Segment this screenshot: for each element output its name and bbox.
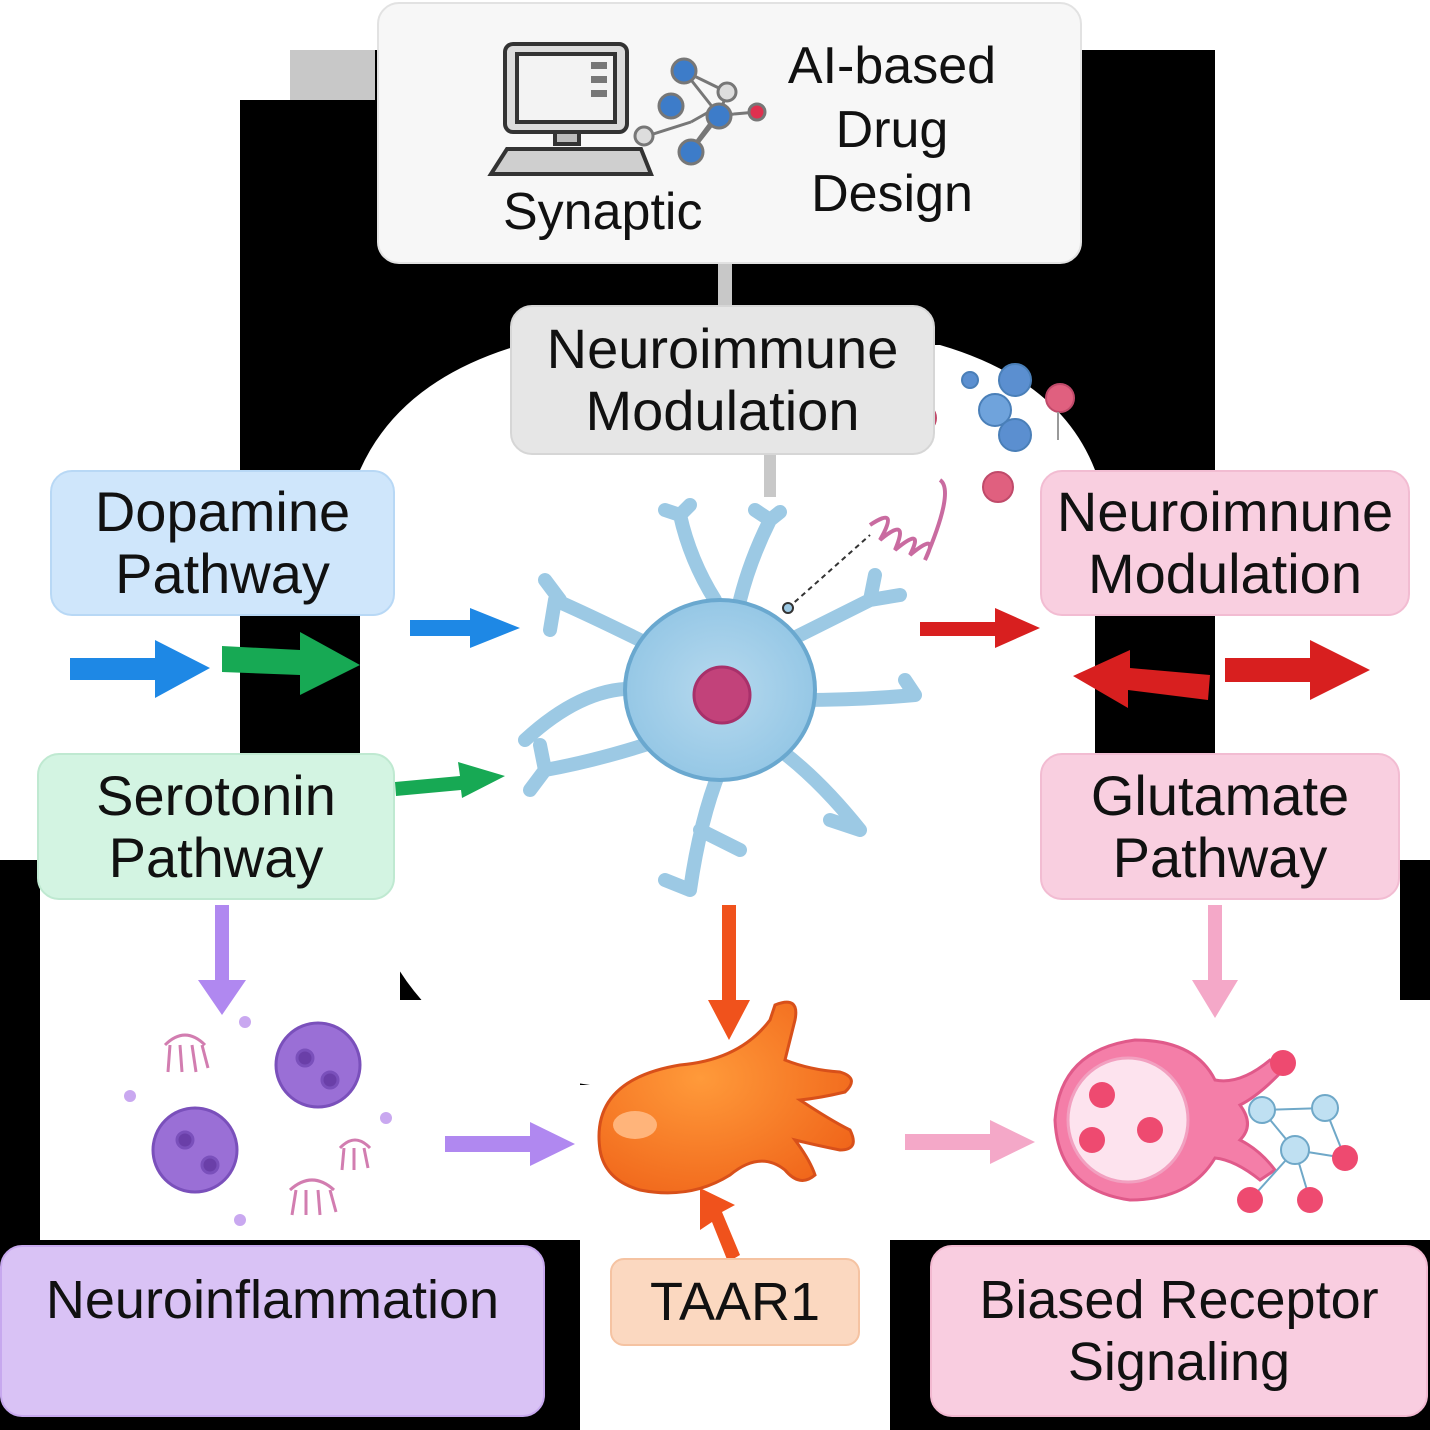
biased-line-1: Biased Receptor — [979, 1270, 1379, 1330]
arrow-blue-left — [70, 640, 210, 698]
computer-molecule-icon — [487, 42, 767, 176]
computer-icon — [487, 42, 654, 176]
nucleus-icon — [692, 665, 752, 725]
ai-line-3: Design — [811, 165, 973, 223]
arrow-purple-right — [445, 1122, 575, 1166]
connector-center — [764, 455, 776, 497]
arrow-blue-to-neuron — [410, 608, 520, 648]
taar1-label: TAAR1 — [649, 1272, 821, 1332]
ai-line-1: AI-based — [787, 37, 997, 95]
ai-line-2: Drug — [835, 101, 949, 159]
molecule-icon — [633, 57, 767, 166]
glutamate-pathway-box: Glutamate Pathway — [1040, 753, 1400, 900]
dopamine-line-2: Pathway — [115, 542, 330, 605]
serotonin-line-1: Serotonin — [96, 763, 336, 827]
neuroimmune-right-line-1: Neuroimnune — [1056, 480, 1394, 543]
dopamine-pathway-box: Dopamine Pathway — [50, 470, 395, 616]
right-white-region — [1215, 0, 1430, 860]
dna-strand-icon — [782, 478, 947, 614]
arrow-orange-down — [708, 905, 750, 1040]
serotonin-pathway-box: Serotonin Pathway — [37, 753, 395, 900]
ai-drug-design-label: AI-based Drug Design — [767, 34, 1017, 226]
receptor-signaling-icon — [1053, 1038, 1358, 1213]
arrow-orange-up — [700, 1188, 740, 1262]
taar1-cell-icon — [597, 1000, 855, 1195]
neuroimmune-center-line-2: Modulation — [585, 379, 860, 442]
dopamine-line-1: Dopamine — [94, 480, 351, 543]
synaptic-label: Synaptic — [503, 183, 703, 241]
taar1-box: TAAR1 — [610, 1258, 860, 1346]
top-ai-design-box: Synaptic AI-based Drug Design — [377, 2, 1082, 264]
neuroimmune-right-box: Neuroimnune Modulation — [1040, 470, 1410, 616]
neuroinflammation-label: Neuroinflammation — [45, 1270, 500, 1330]
arrow-purple-down — [198, 905, 246, 1015]
neuroimmune-center-box: Neuroimmune Modulation — [510, 305, 935, 455]
serotonin-line-2: Pathway — [108, 825, 324, 889]
arrow-pink-right — [905, 1120, 1035, 1164]
glutamate-line-1: Glutamate — [1090, 763, 1350, 827]
arrow-red-to-right — [920, 608, 1040, 648]
neuroimmune-right-line-2: Modulation — [1088, 542, 1362, 605]
arrow-red-double — [1073, 640, 1370, 708]
neuron-cell-icon — [518, 498, 922, 897]
arrow-green-to-neuron — [395, 762, 505, 798]
biased-receptor-box: Biased Receptor Signaling — [930, 1245, 1428, 1417]
arrow-green-left — [222, 632, 360, 695]
bacteriophage-icons — [163, 1033, 372, 1216]
neuroinflammation-box: Neuroinflammation — [0, 1245, 545, 1417]
biased-line-2: Signaling — [1067, 1332, 1291, 1392]
arrow-pink-down — [1192, 905, 1238, 1018]
left-white-region — [0, 0, 240, 860]
glutamate-line-2: Pathway — [1112, 825, 1328, 889]
neuroimmune-center-line-1: Neuroimmune — [546, 317, 899, 380]
connector-top — [718, 262, 732, 306]
virus-cluster-icon — [124, 1016, 392, 1226]
